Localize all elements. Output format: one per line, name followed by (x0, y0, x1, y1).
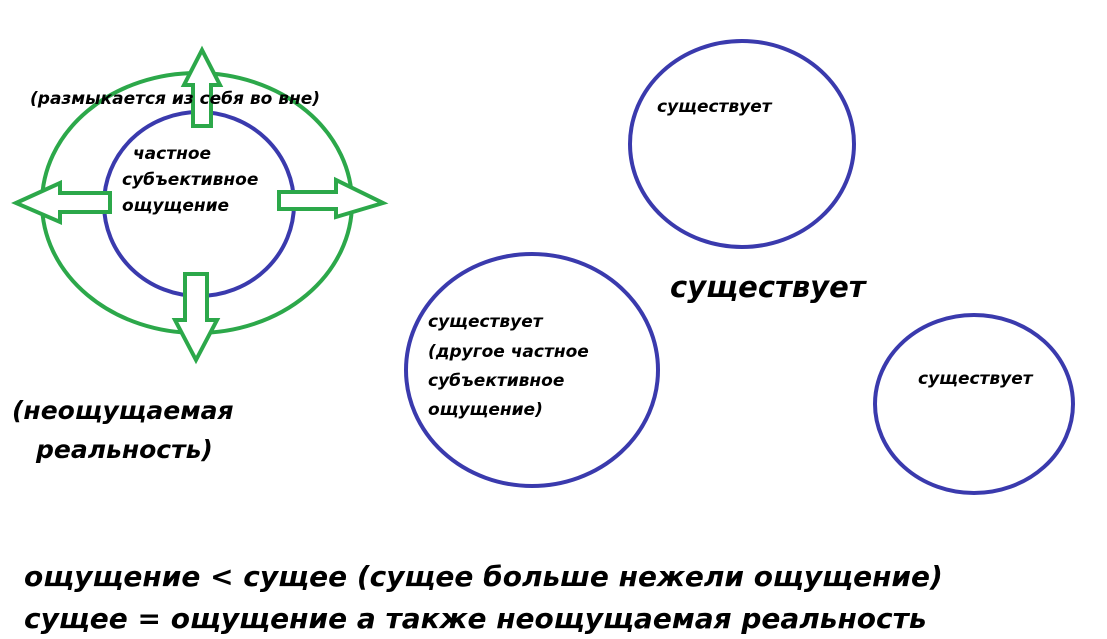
arrow-left-icon (11, 179, 112, 226)
arrow-up-icon (180, 45, 224, 128)
radiates-label: (размыкается из себя во вне) (30, 89, 321, 109)
formula-line1: ощущение < сущее (сущее больше нежели ощ… (24, 560, 943, 593)
other-sensation-line1: существует (428, 312, 543, 332)
private-sensation-line3: ощущение (122, 196, 230, 216)
unsensed-reality-line1: (неощущаемая (12, 396, 234, 425)
private-sensation-line1: частное (133, 144, 212, 164)
private-sensation-line2: субъективное (122, 170, 259, 190)
unsensed-reality-line2: реальность) (36, 435, 213, 464)
circle-exists-top (628, 39, 856, 249)
arrow-right-icon (277, 176, 389, 220)
exists-right-label: существует (918, 369, 1033, 389)
formula-line2: сущее = ощущение а также неощущаемая реа… (24, 602, 927, 635)
circle-other-sensation (404, 252, 660, 488)
circle-exists-right (873, 313, 1075, 495)
exists-big-label: существует (670, 270, 866, 304)
other-sensation-line4: ощущение) (428, 400, 543, 420)
other-sensation-line2: (другое частное (428, 342, 589, 362)
other-sensation-line3: субъективное (428, 371, 565, 391)
exists-top-label: существует (657, 97, 772, 117)
arrow-down-icon (171, 272, 221, 365)
